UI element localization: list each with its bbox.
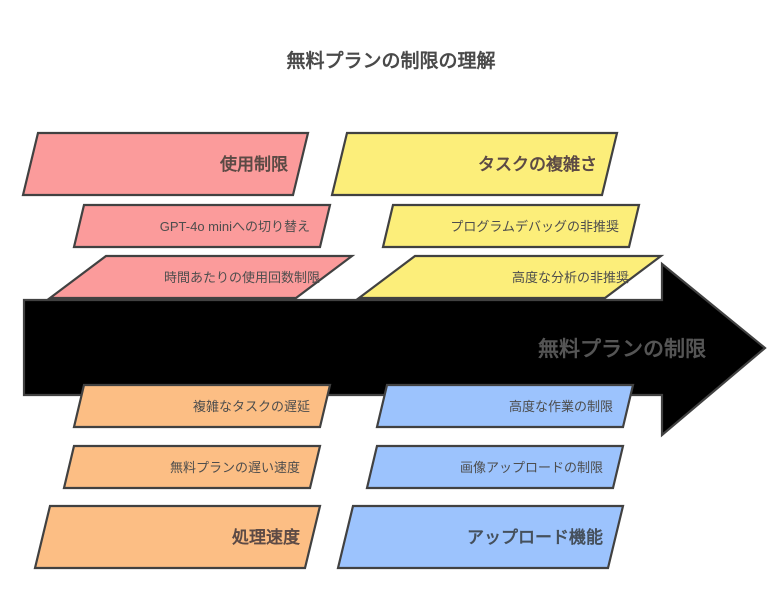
group-item-label-processing-speed-0: 複雑なタスクの遅延 bbox=[193, 399, 310, 414]
group-item-label-usage-limits-0: GPT-4o miniへの切り替え bbox=[160, 219, 310, 234]
group-item-label-upload-features-0: 高度な作業の制限 bbox=[509, 399, 613, 414]
group-item-shape-usage-limits-0 bbox=[72, 203, 332, 249]
group-header-shape-upload-features bbox=[336, 504, 625, 570]
group-item-shape-task-complexity-1 bbox=[355, 254, 665, 300]
group-item-label-usage-limits-1: 時間あたりの使用回数制限 bbox=[164, 270, 320, 285]
group-item-label-task-complexity-1: 高度な分析の非推奨 bbox=[512, 270, 629, 285]
group-item-shape-processing-speed-1 bbox=[62, 444, 322, 490]
page-title: 無料プランの制限の理解 bbox=[286, 49, 495, 72]
group-item-shape-processing-speed-0 bbox=[72, 383, 332, 429]
group-header-label-task-complexity: タスクの複雑さ bbox=[478, 154, 597, 174]
group-item-label-upload-features-1: 画像アップロードの制限 bbox=[460, 460, 603, 475]
group-item-shape-upload-features-1 bbox=[365, 444, 625, 490]
group-item-shape-task-complexity-0 bbox=[381, 203, 641, 249]
group-item-shape-usage-limits-1 bbox=[46, 254, 356, 300]
group-header-shape-processing-speed bbox=[33, 504, 322, 570]
group-header-label-processing-speed: 処理速度 bbox=[231, 527, 301, 547]
group-item-label-processing-speed-1: 無料プランの遅い速度 bbox=[170, 460, 300, 475]
group-processing-speed: 複雑なタスクの遅延 無料プランの遅い速度 処理速度 bbox=[33, 383, 332, 570]
group-header-shape-usage-limits bbox=[21, 131, 310, 197]
center-arrow-label: 無料プランの制限 bbox=[538, 337, 706, 361]
group-header-shape-task-complexity bbox=[330, 131, 619, 197]
group-item-shape-upload-features-0 bbox=[375, 383, 635, 429]
group-header-label-upload-features: アップロード機能 bbox=[467, 527, 603, 547]
group-header-label-usage-limits: 使用制限 bbox=[219, 154, 288, 174]
group-task-complexity: タスクの複雑さ プログラムデバッグの非推奨 高度な分析の非推奨 bbox=[330, 131, 665, 300]
group-upload-features: 高度な作業の制限 画像アップロードの制限 アップロード機能 bbox=[336, 383, 635, 570]
group-usage-limits: 使用制限 GPT-4o miniへの切り替え 時間あたりの使用回数制限 bbox=[21, 131, 356, 300]
group-item-label-task-complexity-0: プログラムデバッグの非推奨 bbox=[450, 219, 619, 234]
